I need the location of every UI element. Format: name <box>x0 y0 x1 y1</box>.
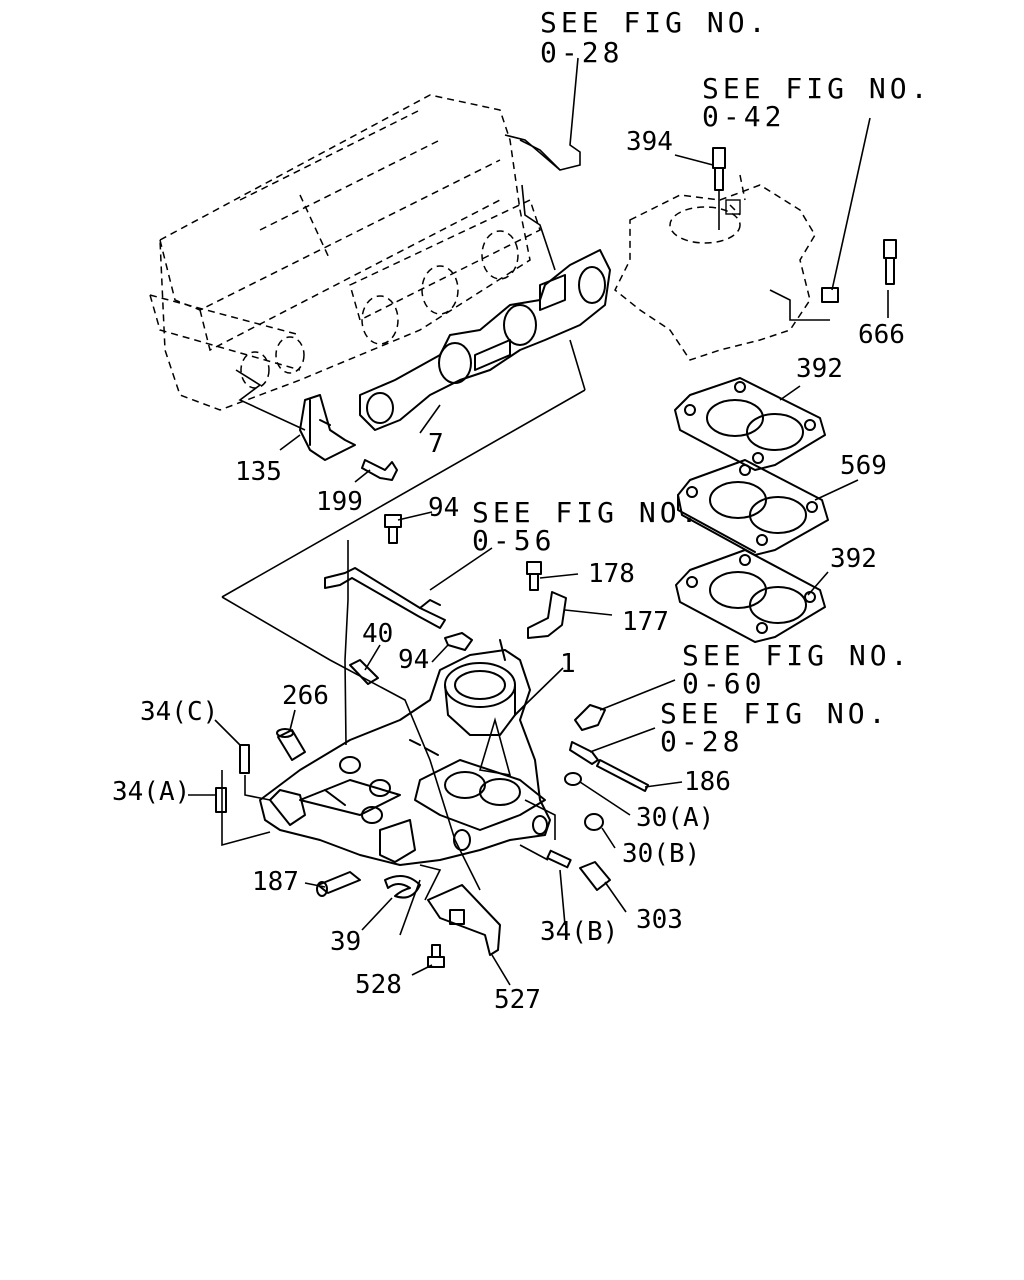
reference-0-42: SEE FIG NO. 0-42 <box>702 72 931 133</box>
svg-text:SEE FIG NO.: SEE FIG NO. <box>660 697 889 730</box>
gasket-569-spacer <box>677 459 829 556</box>
svg-text:SEE FIG NO.: SEE FIG NO. <box>540 6 769 39</box>
stud-40 <box>349 659 379 685</box>
pin-34b <box>546 849 572 869</box>
svg-text:0-42: 0-42 <box>702 100 785 133</box>
part-label-199: 199 <box>316 487 363 517</box>
part-label-186: 186 <box>684 767 731 797</box>
svg-text:SEE FIG NO.: SEE FIG NO. <box>702 72 931 105</box>
plug-30a <box>564 772 582 786</box>
part-label-135: 135 <box>235 457 282 487</box>
bracket-135 <box>299 394 356 461</box>
svg-text:0-28: 0-28 <box>540 36 623 69</box>
carburetor-outline <box>614 174 816 361</box>
assembly-lines <box>221 139 830 936</box>
part-label-666: 666 <box>858 320 905 350</box>
part-label-34c: 34(C) <box>140 697 218 727</box>
part-label-392-lower: 392 <box>830 544 877 574</box>
reference-0-28-top: SEE FIG NO. 0-28 <box>540 6 769 69</box>
part-label-303: 303 <box>636 905 683 935</box>
svg-text:0-56: 0-56 <box>472 524 555 557</box>
nut-0-42 <box>821 287 839 303</box>
fitting-303 <box>579 861 611 891</box>
bolt-178 <box>526 561 542 591</box>
part-label-30b: 30(B) <box>622 839 700 869</box>
part-label-178: 178 <box>588 559 635 589</box>
water-pipe <box>324 567 446 629</box>
reference-0-56: SEE FIG NO. 0-56 <box>472 496 701 557</box>
svg-text:0-28: 0-28 <box>660 725 743 758</box>
cylinder-head-outline <box>149 94 541 411</box>
bolt-199 <box>361 459 398 481</box>
intake-manifold-1 <box>259 639 551 866</box>
sensor-0-60 <box>574 704 606 731</box>
svg-text:SEE FIG NO.: SEE FIG NO. <box>682 639 911 672</box>
part-label-527: 527 <box>494 985 541 1015</box>
gasket-392-lower <box>675 549 826 643</box>
stud-666 <box>883 239 897 285</box>
svg-text:SEE FIG NO.: SEE FIG NO. <box>472 496 701 529</box>
part-label-266: 266 <box>282 681 329 711</box>
part-label-569: 569 <box>840 451 887 481</box>
part-label-528: 528 <box>355 970 402 1000</box>
bolt-94-lower <box>444 632 473 651</box>
sleeve-266 <box>276 728 306 761</box>
bolt-187 <box>316 871 361 897</box>
part-label-177: 177 <box>622 607 669 637</box>
part-label-40: 40 <box>362 619 393 649</box>
part-label-30a: 30(A) <box>636 803 714 833</box>
part-label-34a: 34(A) <box>112 777 190 807</box>
reference-0-28-mid: SEE FIG NO. 0-28 <box>660 697 889 758</box>
svg-text:0-60: 0-60 <box>682 667 765 700</box>
clip-177 <box>527 591 567 639</box>
dowel-34c <box>239 744 250 774</box>
stud-394 <box>712 147 726 230</box>
part-label-187: 187 <box>252 867 299 897</box>
leader-lines <box>188 57 889 986</box>
part-label-39: 39 <box>330 927 361 957</box>
bracket-527 <box>427 884 501 956</box>
bolt-94-upper <box>384 514 402 544</box>
part-label-394: 394 <box>626 127 673 157</box>
part-label-7: 7 <box>428 429 444 459</box>
part-label-94-upper: 94 <box>428 493 459 523</box>
part-label-1: 1 <box>560 649 576 679</box>
part-label-34b: 34(B) <box>540 917 618 947</box>
bolt-528 <box>427 944 445 968</box>
hose-186 <box>596 759 649 792</box>
reference-0-60: SEE FIG NO. 0-60 <box>682 639 911 700</box>
manifold-gasket-7 <box>359 249 611 431</box>
part-label-392-upper: 392 <box>796 354 843 384</box>
pipe-0-28-mid <box>569 741 599 765</box>
plug-30b <box>584 813 604 831</box>
gasket-392-upper <box>674 377 826 471</box>
part-label-94-lower: 94 <box>398 645 429 675</box>
dowel-34a <box>215 787 227 813</box>
clip-39 <box>384 875 421 899</box>
